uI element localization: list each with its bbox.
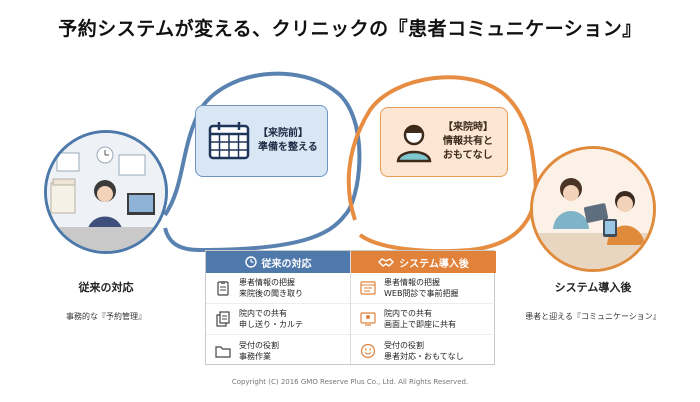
- after-row-text: 受付の役割 患者対応・おもてなし: [384, 340, 464, 362]
- web-form-icon: [360, 281, 376, 295]
- clock-icon: [244, 256, 257, 268]
- after-column: システム導入後 患者情報の把握 WEB問診で事前把握 院内での共有 画面: [351, 251, 496, 366]
- comparison-table: 従来の対応 患者情報の把握 来院後の聞き取り 院内での共有: [205, 250, 496, 366]
- after-row: 院内での共有 画面上で即座に共有: [351, 304, 496, 335]
- before-visit-card: 【来院前】 準備を整える: [195, 105, 328, 177]
- after-column-header: システム導入後: [351, 251, 496, 273]
- before-row: 患者情報の把握 来院後の聞き取り: [206, 273, 350, 304]
- screen-share-icon: [360, 312, 376, 326]
- before-visit-text: 【来院前】 準備を整える: [258, 127, 318, 155]
- after-row-detail: 患者対応・おもてなし: [384, 351, 464, 361]
- visit-text: 【来院時】 情報共有と おもてなし: [443, 121, 493, 163]
- before-row-detail: 事務作業: [239, 351, 271, 361]
- before-column-title: 従来の対応: [261, 258, 312, 270]
- handshake-icon: [378, 258, 395, 267]
- before-row-topic: 受付の役割: [239, 340, 279, 350]
- left-caption-title: 従来の対応: [78, 281, 134, 294]
- before-row-text: 受付の役割 事務作業: [239, 340, 279, 362]
- visit-desc-2: おもてなし: [443, 150, 493, 161]
- after-row-text: 患者情報の把握 WEB問診で事前把握: [384, 277, 458, 299]
- before-visit-desc: 準備を整える: [258, 142, 318, 153]
- before-column-header: 従来の対応: [206, 251, 350, 273]
- documents-icon: [216, 311, 230, 327]
- after-row-detail: WEB問診で事前把握: [384, 289, 459, 298]
- left-caption-subtitle: 事務的な『予約管理』: [66, 312, 146, 321]
- after-row: 患者情報の把握 WEB問診で事前把握: [351, 273, 496, 304]
- after-column-title: システム導入後: [399, 258, 469, 270]
- after-row-topic: 患者情報の把握: [384, 278, 440, 287]
- after-row-topic: 院内での共有: [384, 309, 432, 318]
- after-row-detail: 画面上で即座に共有: [384, 320, 456, 329]
- before-row-detail: 来院後の聞き取り: [239, 289, 303, 298]
- folder-icon: [215, 345, 231, 358]
- before-row: 受付の役割 事務作業: [206, 335, 350, 366]
- left-caption: 従来の対応 事務的な『予約管理』: [44, 279, 168, 322]
- after-row-topic: 受付の役割: [384, 340, 424, 350]
- after-row: 受付の役割 患者対応・おもてなし: [351, 335, 496, 366]
- clipboard-icon: [217, 281, 229, 296]
- right-caption-title: システム導入後: [554, 281, 632, 294]
- page-title: 予約システムが変える、クリニックの『患者コミュニケーション』: [58, 18, 642, 40]
- before-row: 院内での共有 申し送り・カルテ: [206, 304, 350, 335]
- visit-card: 【来院時】 情報共有と おもてなし: [380, 107, 508, 177]
- reception-illustration: [530, 146, 656, 272]
- before-row-topic: 患者情報の把握: [239, 278, 295, 287]
- right-caption-subtitle: 患者と迎える『コミュニケーション』: [525, 312, 661, 321]
- after-row-text: 院内での共有 画面上で即座に共有: [384, 308, 456, 330]
- before-row-text: 院内での共有 申し送り・カルテ: [239, 308, 303, 330]
- before-column: 従来の対応 患者情報の把握 来院後の聞き取り 院内での共有: [206, 251, 351, 366]
- before-row-detail: 申し送り・カルテ: [239, 320, 303, 329]
- visit-desc-1: 情報共有と: [443, 136, 493, 147]
- busy-staff-illustration: [44, 130, 168, 254]
- visit-label: 【来院時】: [443, 122, 493, 133]
- smile-icon: [360, 343, 376, 358]
- before-row-topic: 院内での共有: [239, 309, 287, 318]
- calendar-icon: [208, 122, 250, 160]
- copyright: Copyright (C) 2016 GMO Reserve Plus Co.,…: [231, 378, 469, 386]
- right-caption: システム導入後 患者と迎える『コミュニケーション』: [508, 279, 678, 322]
- before-visit-label: 【来院前】: [258, 128, 308, 139]
- receptionist-icon: [396, 124, 432, 163]
- before-row-text: 患者情報の把握 来院後の聞き取り: [239, 277, 303, 299]
